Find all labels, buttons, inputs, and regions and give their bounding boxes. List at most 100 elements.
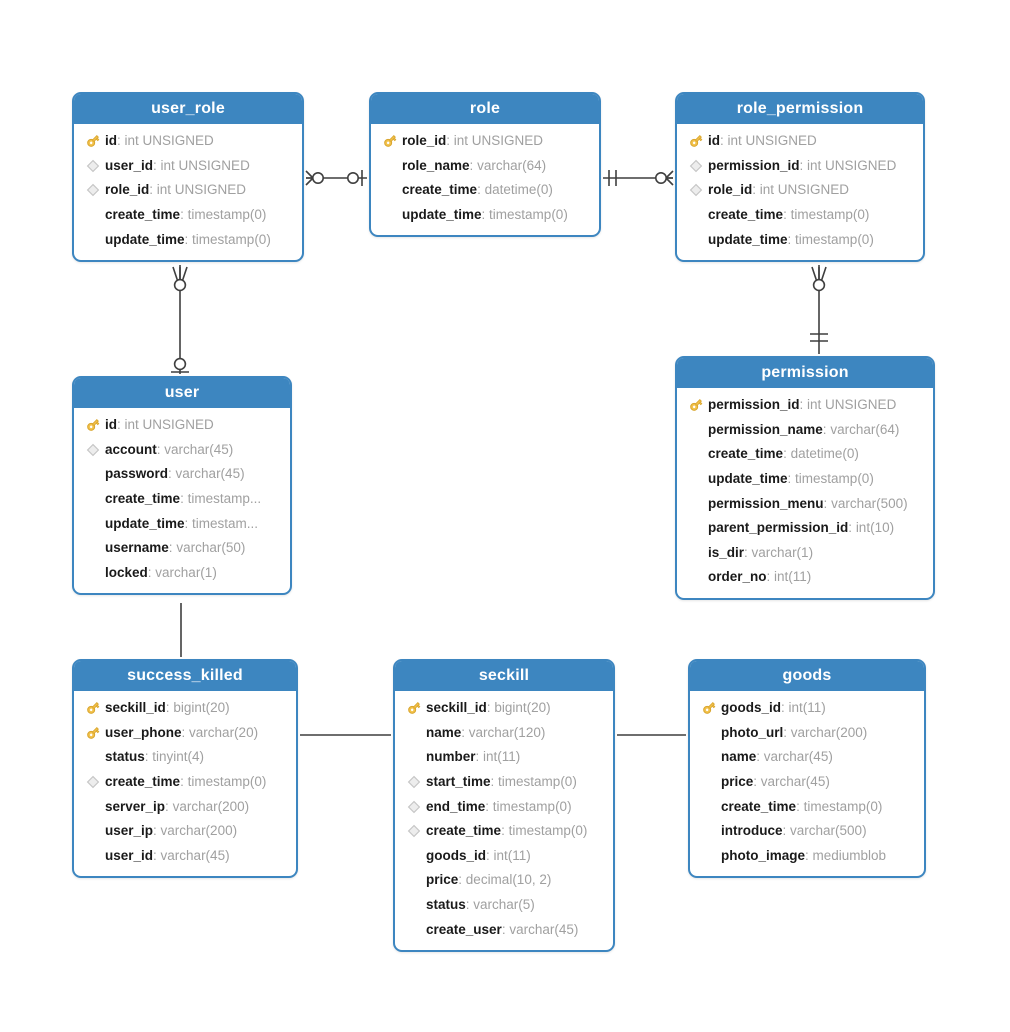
field-name: permission_name: [708, 421, 823, 437]
field-row[interactable]: name: varchar(45): [690, 745, 924, 770]
field-type-value: int UNSIGNED: [124, 133, 214, 149]
field-row[interactable]: seckill_id: bigint(20): [74, 696, 296, 721]
field-row[interactable]: end_time: timestamp(0): [395, 794, 613, 819]
field-type: : int(10): [848, 520, 895, 536]
field-row[interactable]: role_name: varchar(64): [371, 154, 599, 179]
field-row[interactable]: account: varchar(45): [74, 438, 290, 463]
field-row[interactable]: id: int UNSIGNED: [74, 129, 302, 154]
field-name: role_id: [105, 182, 150, 198]
field-row[interactable]: create_time: timestamp...: [74, 487, 290, 512]
field-name: update_time: [105, 231, 185, 247]
field-row[interactable]: update_time: timestamp(0): [371, 203, 599, 228]
field-name: create_time: [105, 207, 181, 223]
field-type-value: tinyint(4): [152, 749, 205, 765]
field-row[interactable]: price: decimal(10, 2): [395, 868, 613, 893]
field-type: : varchar(45): [168, 466, 245, 482]
field-row[interactable]: start_time: timestamp(0): [395, 770, 613, 795]
field-type-value: varchar(500): [831, 495, 908, 511]
field-row[interactable]: create_user: varchar(45): [395, 917, 613, 942]
field-row[interactable]: number: int(11): [395, 745, 613, 770]
field-row[interactable]: permission_menu: varchar(500): [677, 491, 933, 516]
field-row[interactable]: update_time: timestamp(0): [677, 227, 923, 252]
field-name: password: [105, 466, 169, 482]
field-row[interactable]: create_time: timestamp(0): [677, 203, 923, 228]
field-type: : int(11): [475, 749, 521, 765]
field-type: : varchar(20): [181, 724, 259, 740]
field-row[interactable]: parent_permission_id: int(10): [677, 516, 933, 541]
field-type: : int UNSIGNED: [799, 397, 897, 413]
field-row[interactable]: permission_id: int UNSIGNED: [677, 154, 923, 179]
field-row[interactable]: is_dir: varchar(1): [677, 541, 933, 566]
field-type: : varchar(120): [461, 724, 546, 740]
field-name: introduce: [721, 823, 783, 839]
field-row[interactable]: seckill_id: bigint(20): [395, 696, 613, 721]
field-row[interactable]: role_id: int UNSIGNED: [74, 178, 302, 203]
field-row[interactable]: server_ip: varchar(200): [74, 794, 296, 819]
field-row[interactable]: goods_id: int(11): [395, 844, 613, 869]
field-type-value: varchar(1): [155, 564, 217, 580]
field-row[interactable]: goods_id: int(11): [690, 696, 924, 721]
field-row[interactable]: password: varchar(45): [74, 462, 290, 487]
field-row[interactable]: role_id: int UNSIGNED: [677, 178, 923, 203]
field-type-value: timestamp(0): [187, 774, 267, 790]
field-row[interactable]: photo_image: mediumblob: [690, 844, 924, 869]
field-row[interactable]: id: int UNSIGNED: [74, 413, 290, 438]
field-row[interactable]: user_id: int UNSIGNED: [74, 154, 302, 179]
field-row[interactable]: create_time: timestamp(0): [690, 794, 924, 819]
field-name: photo_url: [721, 724, 784, 740]
field-row[interactable]: status: tinyint(4): [74, 745, 296, 770]
field-type-value: varchar(500): [790, 823, 867, 839]
field-icon-none: [380, 182, 400, 198]
field-icon-none: [83, 799, 103, 815]
field-name: create_time: [105, 774, 181, 790]
field-row[interactable]: user_id: varchar(45): [74, 844, 296, 869]
field-row[interactable]: photo_url: varchar(200): [690, 721, 924, 746]
field-row[interactable]: role_id: int UNSIGNED: [371, 129, 599, 154]
field-name: goods_id: [721, 700, 781, 716]
field-name: photo_image: [721, 847, 806, 863]
field-type: : varchar(50): [168, 540, 246, 556]
field-type-value: timestamp(0): [489, 207, 568, 223]
field-row[interactable]: locked: varchar(1): [74, 561, 290, 586]
field-row[interactable]: update_time: timestamp(0): [677, 467, 933, 492]
field-row[interactable]: update_time: timestamp(0): [74, 227, 302, 252]
field-row[interactable]: introduce: varchar(500): [690, 819, 924, 844]
field-row[interactable]: create_time: timestamp(0): [395, 819, 613, 844]
field-row[interactable]: permission_name: varchar(64): [677, 418, 933, 443]
field-icon-none: [686, 496, 706, 512]
field-type: : tinyint(4): [144, 749, 205, 765]
field-name: permission_id: [708, 397, 800, 413]
entity-title-seckill: seckill: [395, 661, 613, 691]
field-icon-none: [83, 516, 103, 532]
field-row[interactable]: user_ip: varchar(200): [74, 819, 296, 844]
field-name: update_time: [402, 207, 482, 223]
field-row[interactable]: order_no: int(11): [677, 565, 933, 590]
field-icon-none: [686, 569, 706, 585]
field-row[interactable]: create_time: datetime(0): [677, 442, 933, 467]
field-type-value: bigint(20): [173, 700, 230, 716]
field-type-value: timestamp(0): [498, 774, 577, 790]
field-row[interactable]: id: int UNSIGNED: [677, 129, 923, 154]
field-type-value: varchar(45): [160, 847, 230, 863]
field-row[interactable]: name: varchar(120): [395, 721, 613, 746]
field-row[interactable]: create_time: datetime(0): [371, 178, 599, 203]
field-row[interactable]: permission_id: int UNSIGNED: [677, 393, 933, 418]
field-row[interactable]: user_phone: varchar(20): [74, 721, 296, 746]
field-row[interactable]: price: varchar(45): [690, 770, 924, 795]
field-row[interactable]: create_time: timestamp(0): [74, 770, 296, 795]
field-name: create_time: [105, 491, 181, 507]
entity-table-seckill[interactable]: seckill seckill_id: bigint(20)name: varch…: [393, 659, 615, 952]
field-row[interactable]: create_time: timestamp(0): [74, 203, 302, 228]
field-row[interactable]: username: varchar(50): [74, 536, 290, 561]
field-type-value: timestamp(0): [803, 798, 883, 814]
field-row[interactable]: status: varchar(5): [395, 893, 613, 918]
field-row[interactable]: update_time: timestam...: [74, 511, 290, 536]
